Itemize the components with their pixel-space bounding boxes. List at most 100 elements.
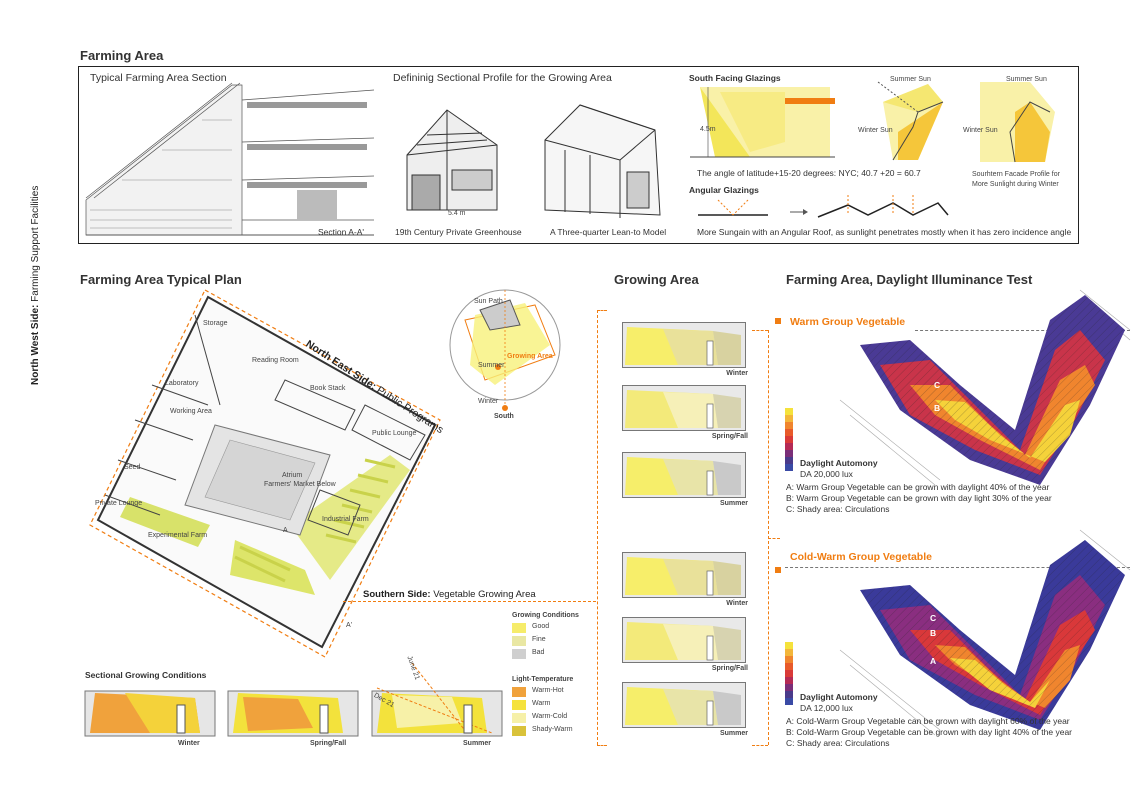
growing-left-tick-top [597,310,607,311]
cold-a-marker: A [930,656,937,666]
warm-scale-step-4 [785,436,793,443]
leanto-caption: A Three-quarter Lean-to Model [550,227,667,237]
cold-group-title: Cold-Warm Group Vegetable [790,551,932,563]
light-legend-label-0: Warm-Hot [532,687,564,694]
southern-rest: Vegetable Growing Area [430,589,536,600]
light-legend-label-3: Shady-Warm [532,726,573,733]
cold-scale-step-5 [785,677,793,684]
room-experimental: Experimental Farm [148,532,208,539]
cold-note-a: A: Cold-Warm Group Vegetable can be grow… [786,716,1070,726]
section-summer [371,662,503,737]
cold-da: DA 12,000 lux [800,703,853,713]
warm-scale-step-6 [785,450,793,457]
warm-c-marker: C [934,380,941,390]
growing-area-title: Growing Area [614,272,699,287]
section-label: Section A-A' [318,227,365,237]
room-reading: Reading Room [252,357,299,364]
growing-right-tick-top [752,330,768,331]
floor-plan [89,289,441,658]
summer-sun-2: Summer Sun [1006,76,1047,83]
room-public-lounge: Public Lounge [372,430,417,437]
sun-path-south: South [494,413,514,420]
cold-scale-step-8 [785,698,793,705]
cold-note-b: B: Cold-Warm Group Vegetable can be grow… [786,727,1073,737]
warm-scale-step-5 [785,443,793,450]
leanto-sketch [544,104,661,218]
growing-panel-0 [622,322,746,368]
light-legend-swatch-0 [512,687,526,697]
cold-scale-step-7 [785,691,793,698]
winter-sun-2: Winter Sun [963,127,998,134]
latitude-text: The angle of latitude+15-20 degrees: NYC… [697,168,921,178]
warm-b-marker: B [934,403,941,413]
farming-area-frame [78,66,1079,244]
growing-panel-label-4: Spring/Fall [711,665,748,672]
cold-note-c: C: Shady area: Circulations [786,738,890,748]
sun-angle-2 [980,82,1055,163]
cold-marker [775,567,781,573]
growing-left-tick-bottom [597,745,607,746]
growing-panel-2 [622,452,746,498]
warm-scale-step-7 [785,457,793,464]
southern-facade-caption: Sourhtern Facade Profile for More Sunlig… [972,171,1060,188]
growing-panel-label-0: Winter [726,370,748,377]
light-legend-swatch-3 [512,726,526,736]
plan-title: Farming Area Typical Plan [80,272,242,287]
section-summer-label: Summer [463,740,492,747]
growing-panel-label-5: Summer [719,730,748,737]
cold-scale-step-6 [785,684,793,691]
warm-autonomy: Daylight Automony [800,458,878,468]
sun-path-diagram [449,289,561,411]
room-book-stack: Book Stack [310,385,346,392]
greenhouse-dim: 5.4 m [448,210,466,217]
north-west-side: North West Side: [30,304,41,385]
warm-note-c: C: Shady area: Circulations [786,504,890,514]
light-legend-swatch-1 [512,700,526,710]
cold-scale-step-4 [785,670,793,677]
section-spring-label: Spring/Fall [310,740,347,747]
greenhouse-caption: 19th Century Private Greenhouse [395,227,522,237]
southern-leader-line [343,601,596,602]
southern-label: Southern Side: Vegetable Growing Area [363,589,536,600]
section-winter-label: Winter [178,740,200,747]
sun-angle-1 [877,81,944,161]
growing-panel-shape-4 [625,622,741,661]
growing-panel-shape-2 [625,457,741,496]
warm-da: DA 20,000 lux [800,469,853,479]
growing-legend-label-0: Good [532,623,550,630]
growing-left-bracket [597,310,598,745]
greenhouse-sketch [406,109,498,211]
growing-legend-label-1: Fine [532,636,546,643]
light-legend-title: Light-Temperature [512,676,574,683]
room-seed: Seed [124,464,141,471]
sectional-title: Sectional Growing Conditions [85,670,207,680]
warm-heatmap [839,289,1131,486]
growing-legend-swatch-2 [512,649,526,659]
glazing-diagram [690,87,835,158]
profile-title: Defininig Sectional Profile for the Grow… [393,72,612,84]
section-winter [84,690,216,737]
warm-scale-step-3 [785,429,793,436]
light-legend-label-1: Warm [532,700,551,707]
growing-panel-label-1: Spring/Fall [711,433,748,440]
growing-legend-swatch-0 [512,623,526,633]
growing-panel-shape-3 [625,557,741,596]
growing-legend-swatch-1 [512,636,526,646]
cold-b-marker: B [930,628,937,638]
angular-glazings-title: Angular Glazings [689,185,759,195]
growing-panel-1 [622,385,746,431]
room-atrium: Atrium [282,472,303,479]
warm-note-a: A: Warm Group Vegetable can be grown wit… [786,482,1050,492]
cold-c-marker: C [930,613,937,623]
warm-scale-step-0 [785,408,793,415]
page-title: Farming Area [80,48,164,63]
daylight-title: Farming Area, Daylight Illuminance Test [786,272,1033,287]
north-west-rest: Farming Support Facilities [30,185,41,305]
angular-glazing-diagram [698,195,949,218]
light-legend-label-2: Warm-Cold [532,713,568,720]
section-marker-a-prime: A' [346,622,353,629]
north-west-label: North West Side: Farming Support Facilit… [30,186,41,385]
growing-right-tick-mid [768,538,780,539]
growing-right-bracket [768,330,769,745]
light-legend-swatch-2 [512,713,526,723]
